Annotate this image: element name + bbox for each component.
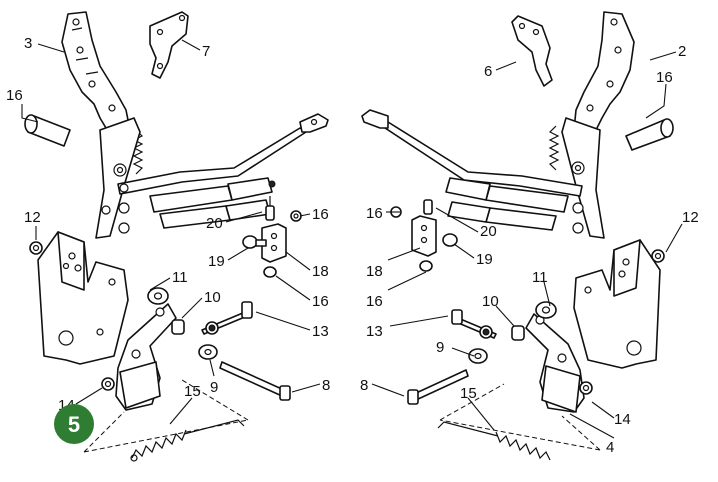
left-bushing-10 xyxy=(171,319,185,335)
callout-10-right: 10 xyxy=(482,293,499,310)
left-lift-arm xyxy=(95,117,141,239)
left-upright-bracket xyxy=(61,11,131,139)
callout-13-left: 13 xyxy=(312,323,329,340)
callout-17-right: 16 xyxy=(656,69,673,86)
left-side-plate xyxy=(37,231,129,365)
callout-18-right: 18 xyxy=(366,263,383,280)
callout-20-left: 20 xyxy=(206,215,223,232)
callout-16-left-lower: 16 xyxy=(312,293,329,310)
left-nut-12 xyxy=(29,241,43,255)
callout-2-right: 2 xyxy=(678,43,686,60)
callout-11-left: 11 xyxy=(172,269,188,286)
callout-3-left: 3 xyxy=(24,35,32,52)
callout-8-left: 8 xyxy=(322,377,330,394)
step-badge: 5 xyxy=(54,404,94,444)
callout-15-right: 15 xyxy=(460,385,477,402)
left-washer-9 xyxy=(198,344,218,360)
callout-15-left: 15 xyxy=(184,383,201,400)
left-center-parts xyxy=(242,196,302,278)
callout-9-right: 9 xyxy=(436,339,444,356)
left-nut-14 xyxy=(101,377,115,391)
callout-7-left: 7 xyxy=(202,43,210,60)
leader-lines xyxy=(21,39,683,439)
callout-16-right-upper: 16 xyxy=(366,205,383,222)
callout-13-right: 13 xyxy=(366,323,383,340)
callout-12-right: 12 xyxy=(682,209,699,226)
left-cylinder-bushing xyxy=(24,114,71,147)
callout-17-left: 16 xyxy=(6,87,23,104)
callout-8-right: 8 xyxy=(360,377,368,394)
callout-9-left: 9 xyxy=(210,379,218,396)
left-washer-11 xyxy=(147,287,169,305)
callout-14-right: 14 xyxy=(614,411,631,428)
callout-16-left-upper: 16 xyxy=(312,206,329,223)
left-spring-15 xyxy=(83,379,249,462)
callout-20-right: 20 xyxy=(480,223,497,240)
callout-6-right: 6 xyxy=(484,63,492,80)
right-assembly xyxy=(361,11,674,461)
callout-19-right: 19 xyxy=(476,251,493,268)
left-pin-8 xyxy=(219,361,291,401)
step-badge-circle xyxy=(54,404,94,444)
callout-18-left: 18 xyxy=(312,263,329,280)
callout-11-right: 11 xyxy=(532,269,548,286)
step-badge-label: 5 xyxy=(68,412,80,437)
callout-16-right-lower: 16 xyxy=(366,293,383,310)
callout-12-left: 12 xyxy=(24,209,41,226)
callout-10-left: 10 xyxy=(204,289,221,306)
callout-19-left: 19 xyxy=(208,253,225,270)
left-link-rod xyxy=(117,113,329,195)
left-bolt-13 xyxy=(201,301,253,335)
callout-4-right: 4 xyxy=(606,439,614,456)
left-pivot-arm xyxy=(115,303,177,411)
left-upper-bracket xyxy=(149,11,189,79)
